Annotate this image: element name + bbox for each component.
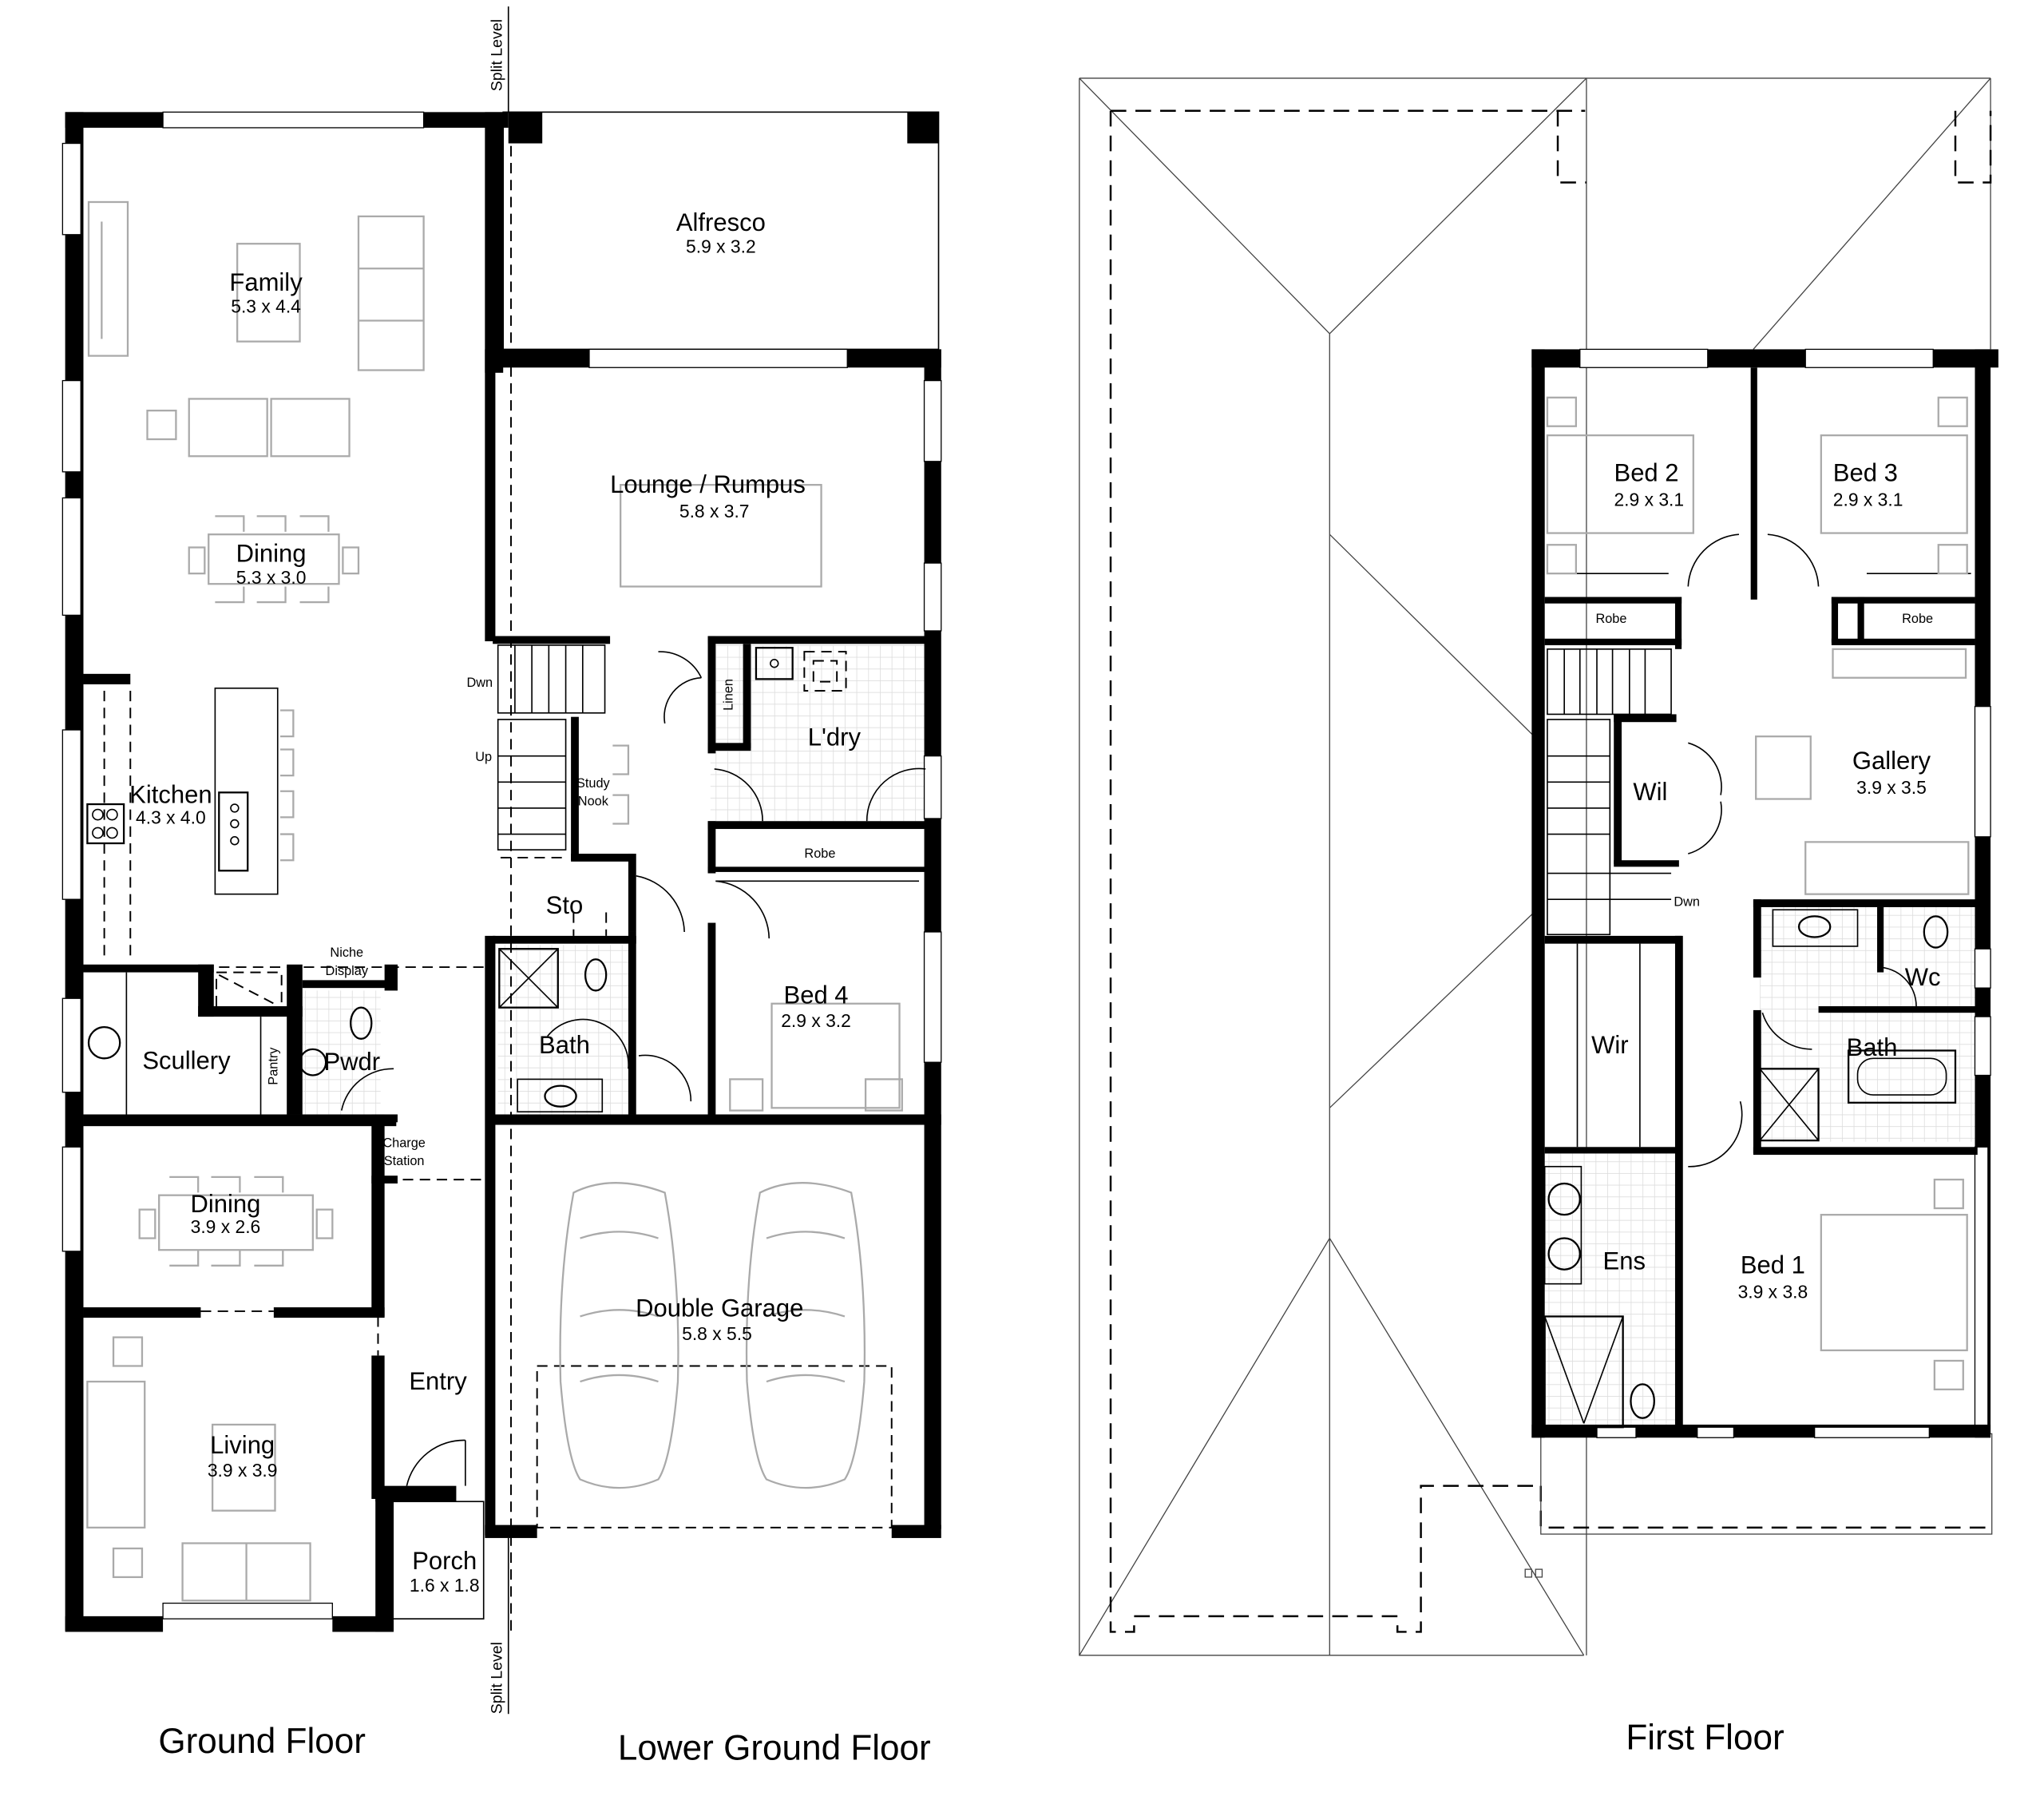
room-label-living: Living [210, 1431, 275, 1459]
room-label-robe-bed3: Robe [1902, 612, 1933, 626]
room-label-laundry: L'dry [808, 724, 862, 751]
room-label-niche-display: Display [326, 964, 369, 978]
room-dim-living: 3.9 x 3.9 [208, 1460, 278, 1481]
split-level-label-top: Split Level [489, 19, 506, 91]
room-dim-bed2: 2.9 x 3.1 [1614, 489, 1684, 509]
room-label-bed2: Bed 2 [1614, 458, 1679, 486]
room-dim-alfresco: 5.9 x 3.2 [686, 236, 756, 257]
room-label-garage: Double Garage [636, 1294, 803, 1322]
room-dim-bed4: 2.9 x 3.2 [781, 1010, 851, 1031]
room-label-store: Sto [546, 891, 584, 919]
room-label-robe-bed2: Robe [1595, 612, 1626, 626]
room-label-wc: Wc [1905, 963, 1941, 991]
room-dim-garage: 5.8 x 5.5 [682, 1323, 752, 1344]
room-label-robe: Robe [804, 846, 835, 861]
split-level-label-bottom: Split Level [489, 1642, 506, 1714]
room-label-lounge: Lounge / Rumpus [610, 470, 806, 498]
room-label-porch: Porch [412, 1547, 477, 1575]
room-dim-dining-front: 3.9 x 2.6 [191, 1216, 261, 1237]
room-label-bed1: Bed 1 [1741, 1251, 1805, 1279]
room-label-dining-main: Dining [236, 539, 307, 567]
room-dim-bed1: 3.9 x 3.8 [1738, 1282, 1808, 1302]
room-dim-kitchen: 4.3 x 4.0 [136, 807, 206, 828]
room-label-bath-lower: Bath [539, 1031, 590, 1059]
room-label-bed3: Bed 3 [1833, 458, 1898, 486]
stairs-down-label-first: Dwn [1674, 894, 1700, 909]
room-dim-bed3: 2.9 x 3.1 [1833, 489, 1903, 509]
room-label-bed4: Bed 4 [784, 981, 849, 1009]
first-floor-plan [1079, 77, 1998, 1656]
room-label-wil: Wil [1633, 778, 1667, 806]
first-floor-title: First Floor [1626, 1718, 1784, 1757]
room-label-charge: Charge [382, 1136, 426, 1150]
room-label-scullery: Scullery [142, 1046, 231, 1074]
room-label-niche: Niche [330, 946, 363, 960]
room-label-powder: Pwdr [323, 1048, 380, 1076]
room-label-alfresco: Alfresco [676, 208, 766, 236]
room-label-charge-station: Station [384, 1154, 425, 1168]
room-label-pantry: Pantry [267, 1047, 281, 1085]
stairs-down-label: Dwn [466, 676, 493, 690]
room-label-family: Family [229, 268, 303, 296]
room-label-gallery: Gallery [1852, 747, 1931, 775]
room-dim-gallery: 3.9 x 3.5 [1856, 777, 1927, 798]
ground-floor-title: Ground Floor [158, 1722, 366, 1761]
first-floor-labels: Bed 2 2.9 x 3.1 Bed 3 2.9 x 3.1 Robe Rob… [1591, 458, 1940, 1757]
room-label-linen: Linen [722, 679, 736, 711]
room-label-ensuite: Ens [1603, 1247, 1646, 1275]
room-dim-lounge: 5.8 x 3.7 [679, 501, 750, 521]
room-dim-porch: 1.6 x 1.8 [410, 1575, 480, 1596]
room-label-bath-first: Bath [1847, 1033, 1898, 1061]
room-label-study: Study [576, 776, 611, 791]
room-label-wir: Wir [1591, 1031, 1628, 1059]
room-dim-family: 5.3 x 4.4 [231, 296, 301, 317]
room-label-study-nook: Nook [578, 795, 609, 809]
room-dim-dining-main: 5.3 x 3.0 [236, 567, 307, 588]
lower-ground-floor-labels: Alfresco 5.9 x 3.2 Lounge / Rumpus 5.8 x… [466, 19, 930, 1767]
lower-ground-floor-plan [485, 6, 942, 1715]
lower-ground-floor-title: Lower Ground Floor [618, 1728, 931, 1767]
room-label-dining-front: Dining [190, 1190, 260, 1218]
room-label-entry: Entry [409, 1367, 467, 1395]
room-label-kitchen: Kitchen [129, 780, 212, 808]
ground-floor-labels: Family 5.3 x 4.4 Dining 5.3 x 3.0 Kitche… [129, 268, 479, 1761]
stairs-up-label: Up [475, 750, 492, 764]
